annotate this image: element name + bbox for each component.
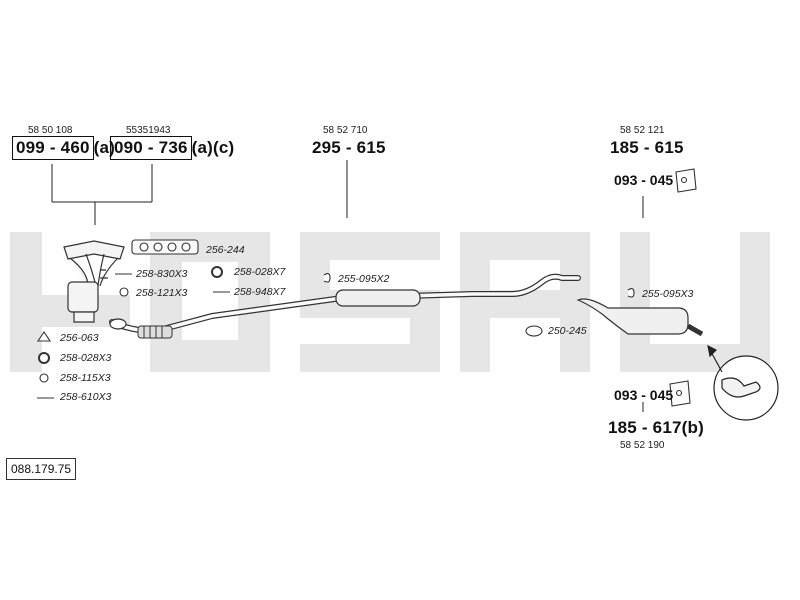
watermark: [10, 232, 770, 372]
part-number: 185 - 617: [608, 418, 682, 437]
part-suffix: (a): [93, 138, 116, 157]
part-number: 090 - 736: [110, 136, 192, 160]
label-250-245[interactable]: 250-245: [548, 325, 587, 337]
part-090-736[interactable]: 090 - 736(a)(c): [110, 136, 235, 160]
detail-bubble: [707, 344, 779, 421]
part-093-045-bottom[interactable]: 093 - 045: [614, 387, 674, 403]
oe-number-090-736: 55351943: [126, 125, 171, 136]
part-suffix: (b): [681, 418, 704, 437]
label-258-830x3[interactable]: 258-830X3: [136, 268, 188, 280]
part-number: 099 - 460: [12, 136, 94, 160]
middle-silencer: [335, 289, 421, 307]
label-255-095x3[interactable]: 255-095X3: [642, 288, 694, 300]
rubber-mounts: [669, 168, 697, 407]
label-258-028x3[interactable]: 258-028X3: [60, 352, 112, 364]
hardware-icons: [36, 266, 635, 399]
oe-number-185-617: 58 52 190: [620, 440, 665, 451]
part-185-617[interactable]: 185 - 617(b): [608, 419, 704, 436]
label-255-095x2[interactable]: 255-095X2: [338, 273, 390, 285]
part-295-615[interactable]: 295 - 615: [312, 138, 386, 157]
label-258-610x3[interactable]: 258-610X3: [60, 391, 112, 403]
label-258-121x3[interactable]: 258-121X3: [136, 287, 188, 299]
part-suffix: (a)(c): [191, 138, 235, 157]
rear-silencer: [576, 298, 704, 337]
exhaust-manifold: [63, 240, 125, 323]
flex-pipe: [109, 318, 173, 339]
label-258-115x3[interactable]: 258-115X3: [60, 372, 111, 384]
oe-number-295-615: 58 52 710: [323, 125, 368, 136]
oe-number-099-460: 58 50 108: [28, 125, 73, 136]
label-256-244[interactable]: 256-244: [206, 244, 245, 256]
oe-number-185-615: 58 52 121: [620, 125, 665, 136]
label-258-028x7[interactable]: 258-028X7: [234, 266, 286, 278]
exhaust-pipe-inner: [110, 274, 580, 334]
part-185-615[interactable]: 185 - 615: [610, 138, 684, 157]
label-258-948x7[interactable]: 258-948X7: [234, 286, 286, 298]
part-093-045-top[interactable]: 093 - 045: [614, 172, 674, 188]
diagram-reference: 088.179.75: [6, 458, 77, 480]
label-256-063[interactable]: 256-063: [60, 332, 99, 344]
gasket-256-244: [131, 239, 199, 255]
leader-lines: [51, 160, 644, 412]
part-099-460[interactable]: 099 - 460(a): [12, 136, 116, 160]
